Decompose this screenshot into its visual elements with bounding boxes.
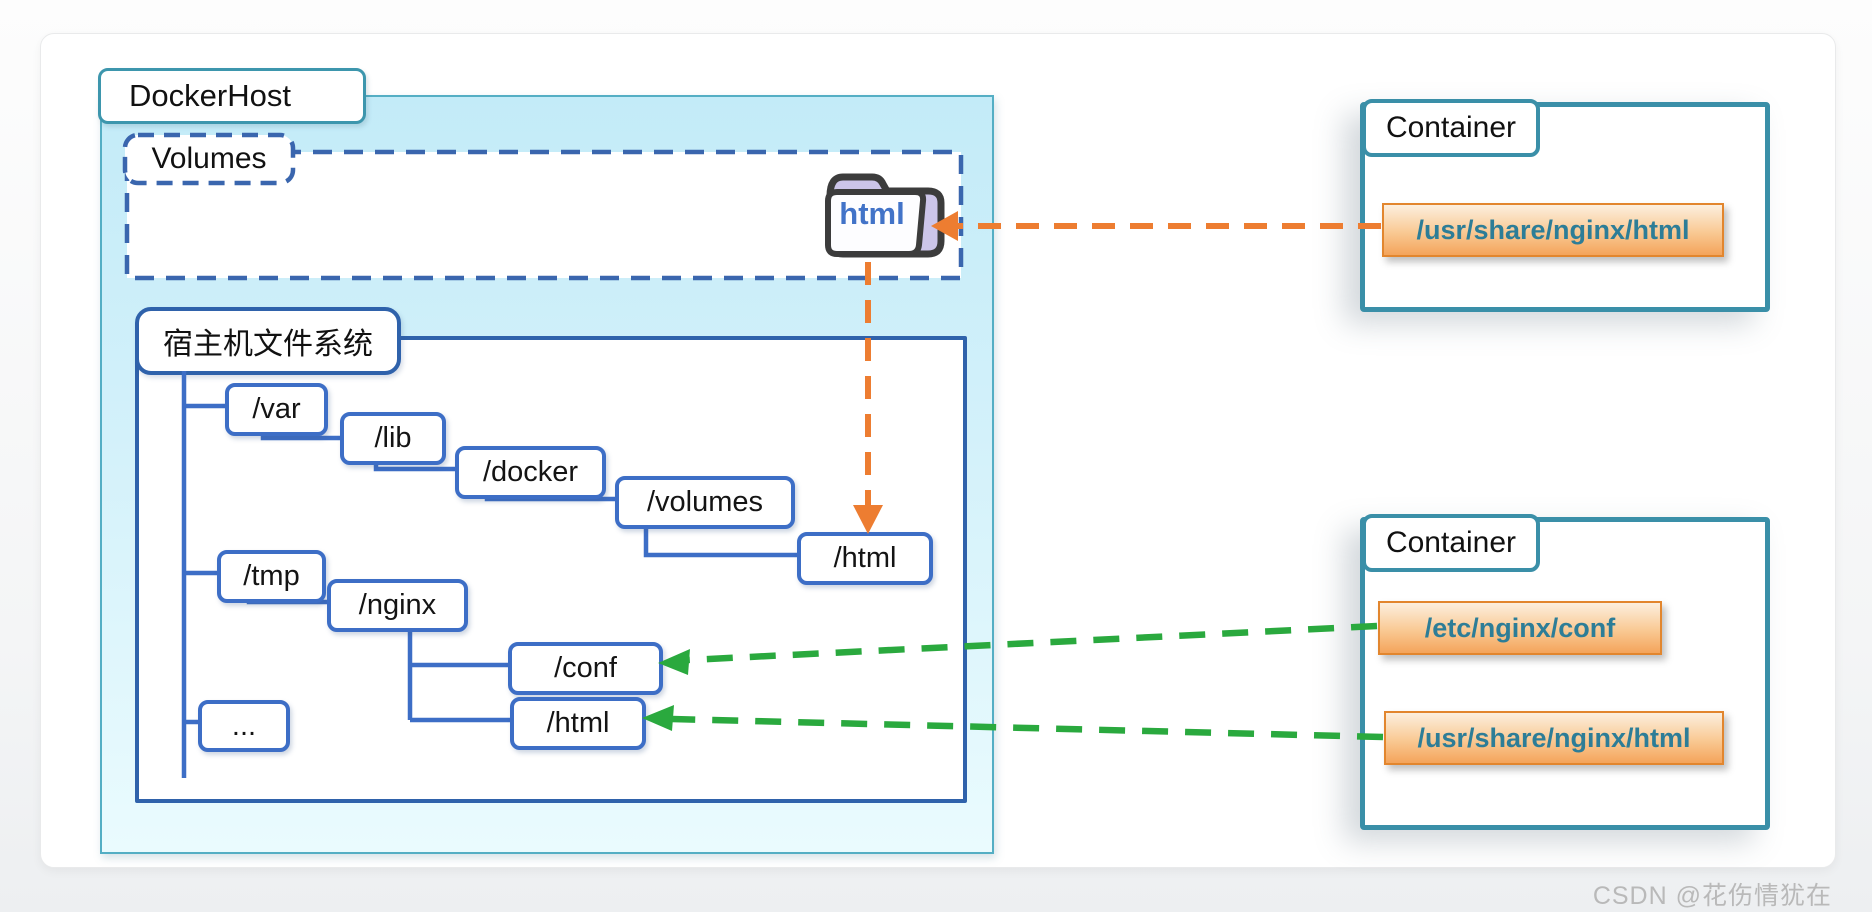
container-top-path-usr-share-nginx-html: /usr/share/nginx/html — [1382, 203, 1724, 257]
watermark: CSDN @花伤情犹在 — [1570, 876, 1832, 912]
volumes-label-text: Volumes — [151, 142, 267, 175]
fs-node-nginx: /nginx — [327, 579, 468, 632]
container-bottom-path-conf-text: /etc/nginx/conf — [1424, 612, 1616, 643]
container-bottom-path-etc-nginx-conf: /etc/nginx/conf — [1378, 601, 1662, 655]
fs-node-lib: /lib — [340, 412, 446, 465]
fs-node-html-volumes: /html — [797, 532, 933, 585]
container-top-path-text: /usr/share/nginx/html — [1416, 214, 1690, 245]
container-bottom-title-text: Container — [1385, 526, 1517, 559]
fs-node-tmp-label: /tmp — [243, 560, 300, 592]
fs-node-ellipsis-label: ... — [231, 709, 257, 742]
dockerhost-title: DockerHost — [98, 68, 366, 124]
host-filesystem-title: 宿主机文件系统 — [135, 307, 401, 375]
fs-node-volumes-label: /volumes — [646, 486, 764, 518]
folder-front-panel — [825, 189, 927, 257]
volume-folder: html — [820, 164, 950, 264]
fs-node-nginx-label: /nginx — [358, 589, 437, 621]
fs-node-conf-label: /conf — [554, 652, 617, 684]
fs-node-docker-label: /docker — [482, 456, 579, 488]
fs-node-lib-label: /lib — [374, 422, 412, 454]
dockerhost-title-text: DockerHost — [129, 78, 291, 113]
container-bottom-path-html-text: /usr/share/nginx/html — [1417, 722, 1691, 753]
fs-node-html-nginx-label: /html — [546, 707, 610, 739]
container-top-title: Container — [1362, 99, 1540, 157]
watermark-text: CSDN @花伤情犹在 — [1592, 882, 1832, 910]
fs-node-volumes: /volumes — [615, 476, 795, 529]
fs-node-html-nginx: /html — [510, 697, 646, 750]
fs-node-tmp: /tmp — [217, 550, 326, 603]
folder-icon — [825, 173, 945, 258]
container-bottom-title: Container — [1362, 514, 1540, 572]
folder-name-label: html — [839, 196, 905, 231]
fs-node-html-volumes-label: /html — [833, 542, 897, 574]
fs-node-ellipsis: ... — [198, 700, 290, 752]
container-top-title-text: Container — [1385, 111, 1517, 144]
container-bottom-path-usr-share-nginx-html: /usr/share/nginx/html — [1384, 711, 1724, 765]
fs-node-docker: /docker — [455, 446, 606, 499]
fs-node-var-label: /var — [252, 393, 301, 425]
volumes-label: Volumes — [123, 135, 295, 183]
fs-node-var: /var — [225, 383, 328, 436]
host-filesystem-title-text: 宿主机文件系统 — [163, 328, 373, 361]
fs-node-conf: /conf — [508, 642, 663, 695]
